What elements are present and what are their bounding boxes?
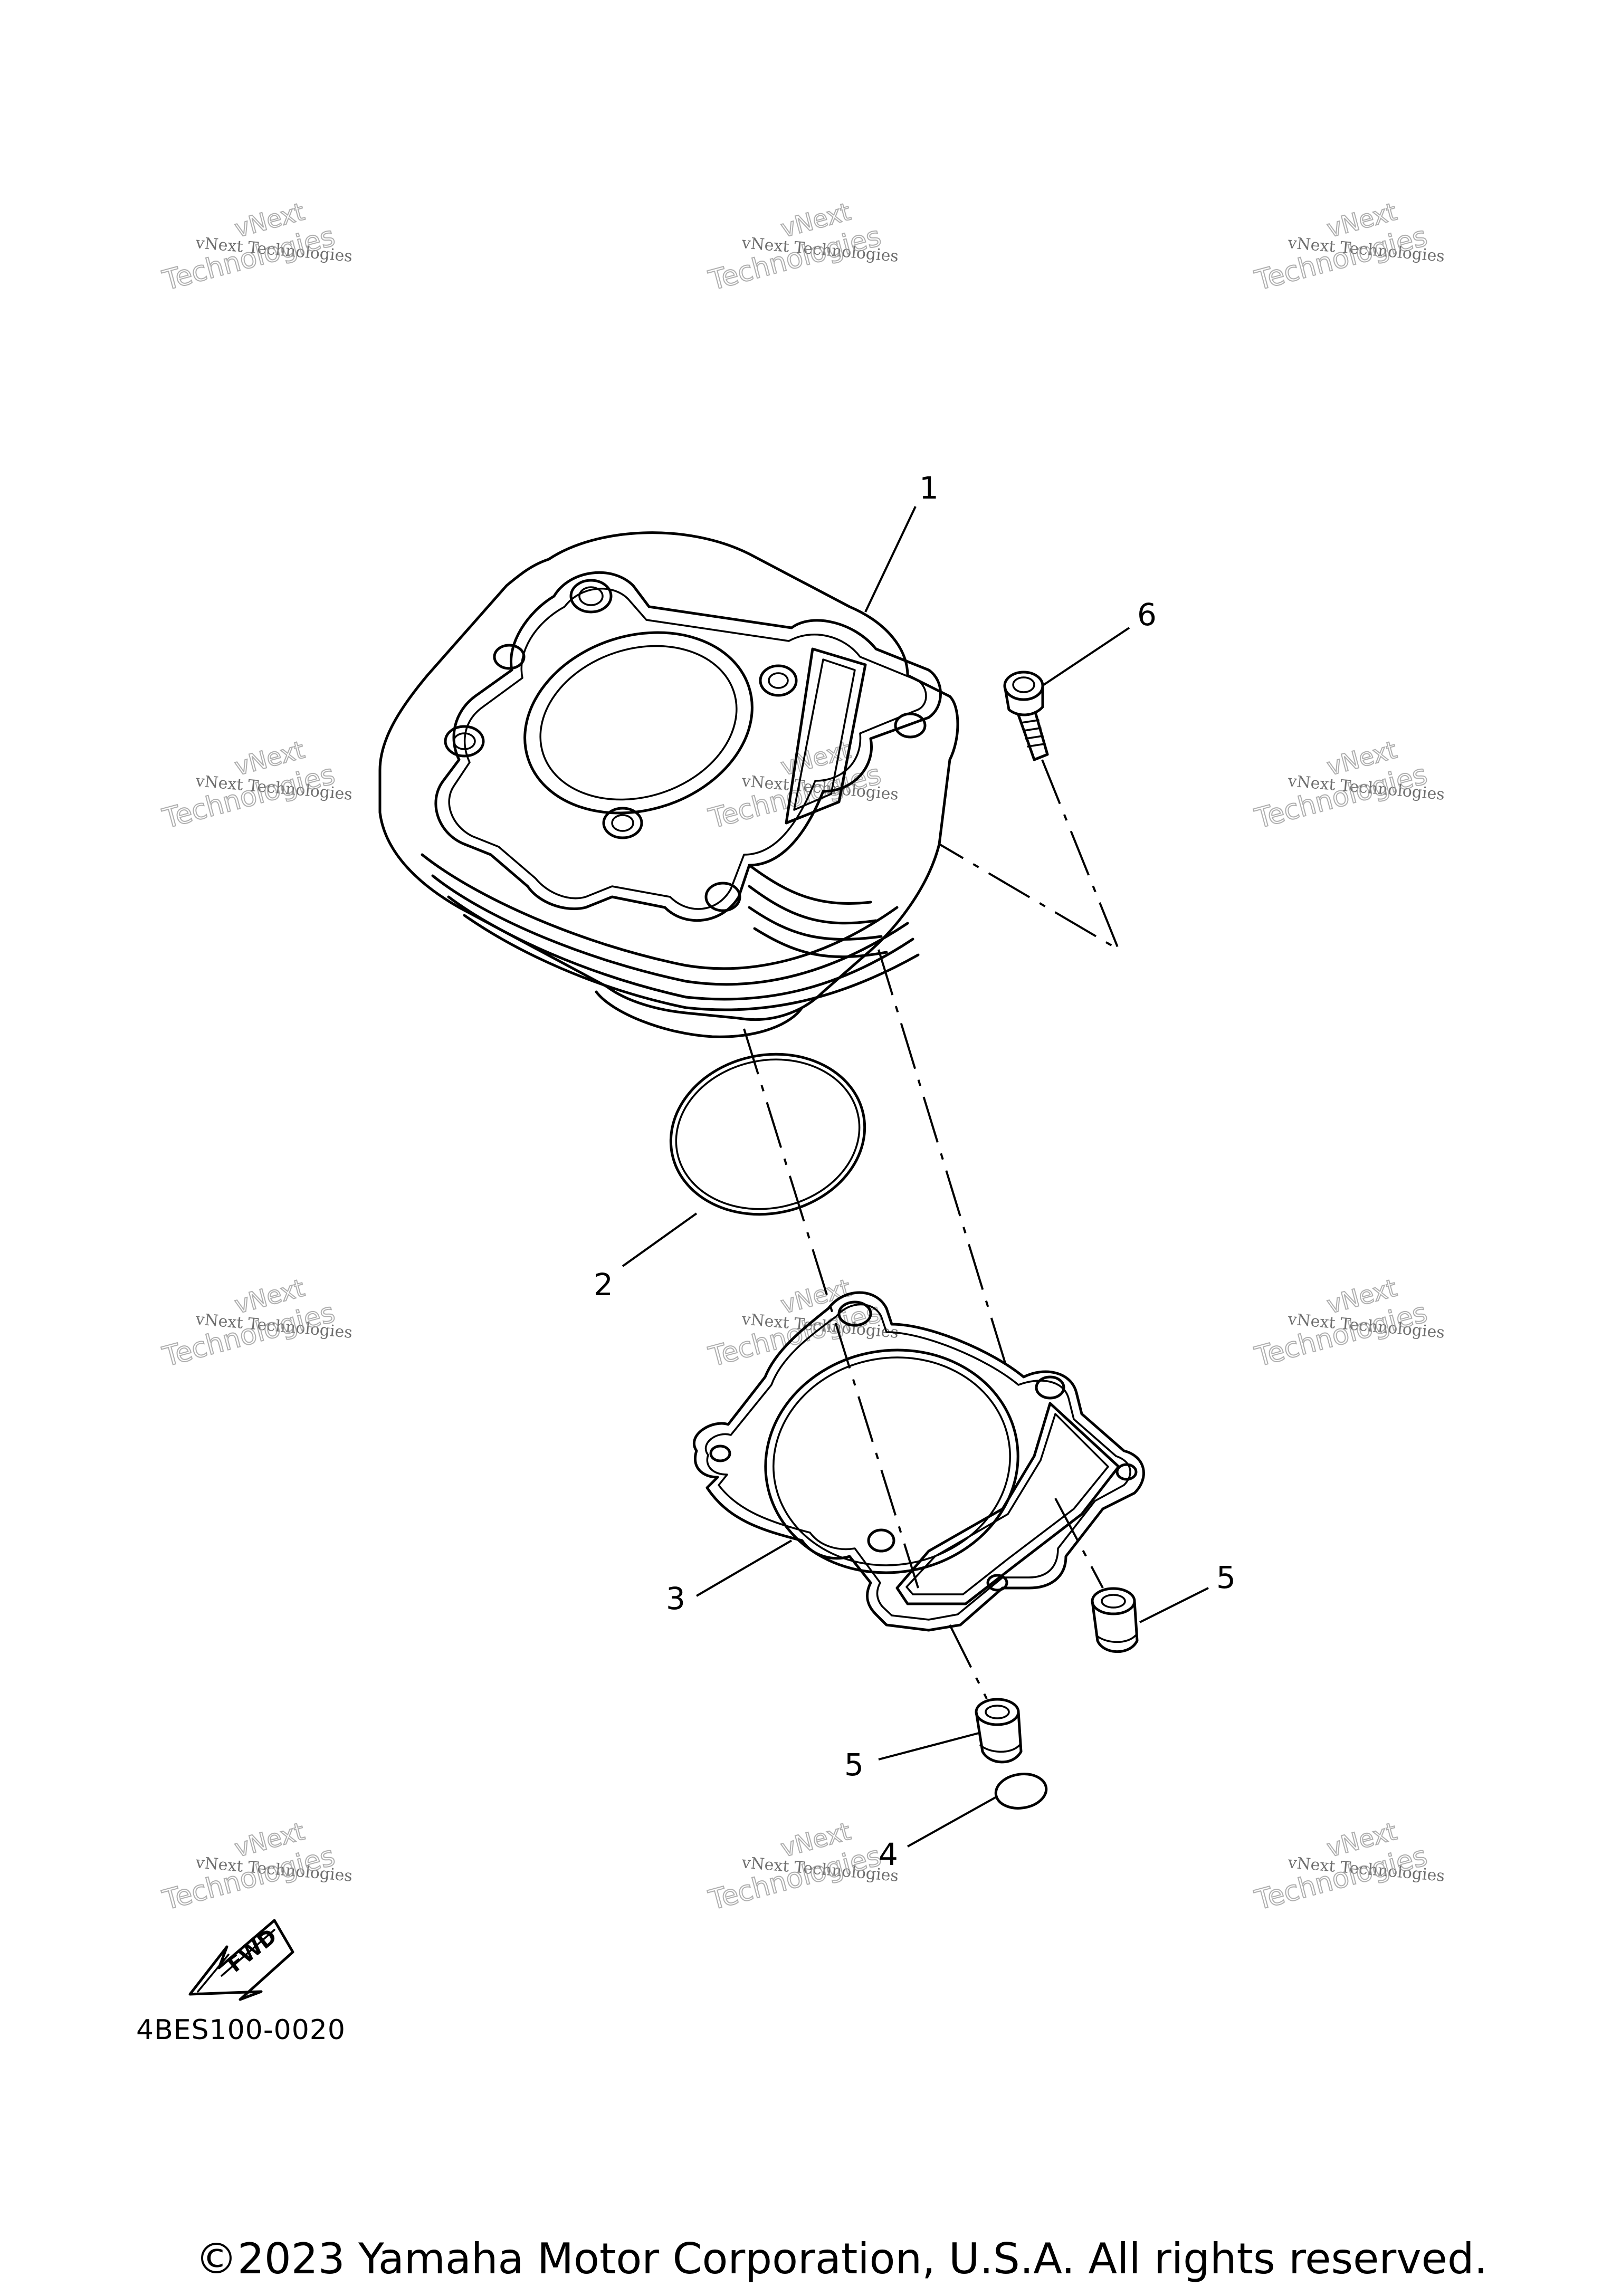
dowel-pin-part-5a	[1091, 1587, 1139, 1653]
callout-5a: 5	[1216, 1560, 1236, 1595]
leader-lines	[622, 506, 1209, 1848]
callout-3: 3	[666, 1581, 685, 1616]
callout-2: 2	[594, 1267, 613, 1303]
assembly-lines	[743, 759, 1121, 1699]
cylinder-part-1	[378, 531, 959, 1038]
callout-5b: 5	[844, 1747, 864, 1783]
gasket-part-3	[692, 1291, 1145, 1632]
callout-1: 1	[919, 470, 939, 506]
callout-6: 6	[1137, 597, 1157, 633]
o-ring-part-2	[669, 1053, 866, 1216]
copyright-notice: ©2023 Yamaha Motor Corporation, U.S.A. A…	[195, 2234, 1488, 2283]
diagram-code: 4BES100-0020	[136, 2014, 346, 2046]
fwd-arrow-icon: FWD	[188, 1919, 294, 2001]
callout-4: 4	[879, 1836, 898, 1872]
callout-labels: 1 2 3 4 5 5 6	[594, 470, 1236, 1872]
dowel-pin-part-5b	[975, 1698, 1023, 1764]
small-o-ring-part-4	[994, 1773, 1048, 1810]
bolt-part-6	[1003, 671, 1049, 761]
